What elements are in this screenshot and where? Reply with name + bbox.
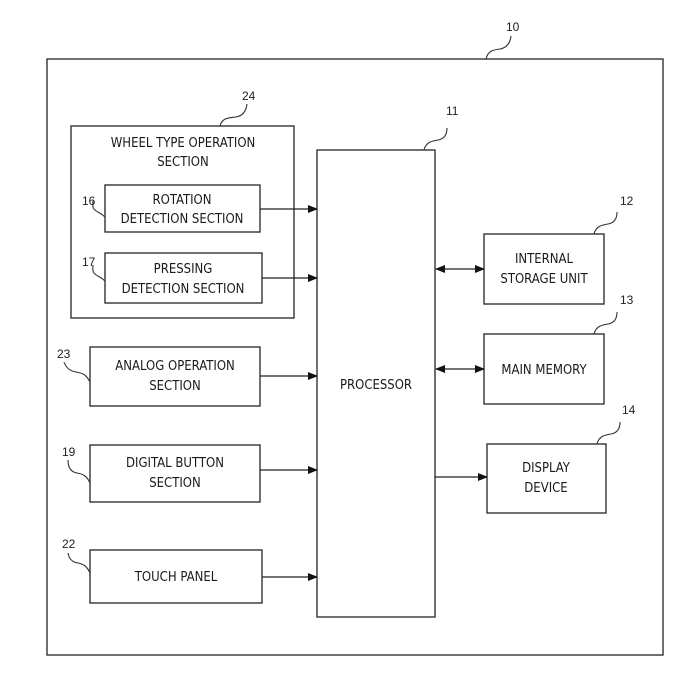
digital-label-line2: SECTION — [149, 476, 201, 491]
processor-label: PROCESSOR — [340, 378, 412, 393]
processor-block: PROCESSOR 11 — [316, 104, 459, 618]
ref-number-13: 13 — [620, 293, 634, 307]
display-label-line2: DEVICE — [524, 481, 567, 496]
ref-number-14: 14 — [622, 403, 636, 417]
analog-operation-section: ANALOG OPERATION SECTION 23 — [57, 346, 261, 407]
ref-number-16: 16 — [82, 194, 96, 208]
digital-button-section: DIGITAL BUTTON SECTION 19 — [62, 444, 261, 503]
storage-label-line1: INTERNAL — [515, 252, 574, 267]
pressing-label-line1: PRESSING — [154, 262, 213, 277]
ref-number-12: 12 — [620, 194, 634, 208]
wheel-label-line1: WHEEL TYPE OPERATION — [111, 136, 256, 151]
memory-label: MAIN MEMORY — [501, 363, 587, 378]
ref-leader-19 — [67, 459, 91, 484]
display-label-line1: DISPLAY — [522, 461, 571, 476]
rotation-label-line1: ROTATION — [153, 193, 212, 208]
rotation-detection-section: ROTATION DETECTION SECTION 16 — [82, 184, 261, 233]
pressing-detection-section: PRESSING DETECTION SECTION 17 — [82, 252, 263, 304]
ref-leader-14 — [596, 421, 621, 445]
analog-label-line1: ANALOG OPERATION — [115, 359, 235, 374]
ref-number-24: 24 — [242, 89, 256, 103]
ref-leader-22 — [67, 552, 91, 574]
touch-label: TOUCH PANEL — [134, 570, 218, 585]
ref-leader-24 — [219, 103, 248, 127]
ref-number-17: 17 — [82, 255, 96, 269]
ref-leader-23 — [63, 361, 91, 383]
wheel-label-line2: SECTION — [157, 155, 209, 170]
pressing-label-line2: DETECTION SECTION — [122, 282, 245, 297]
digital-label-line1: DIGITAL BUTTON — [126, 456, 224, 471]
ref-leader-11 — [423, 127, 448, 151]
ref-leader-13 — [593, 311, 618, 335]
ref-leader-10 — [485, 35, 512, 60]
ref-leader-17 — [92, 264, 106, 282]
internal-storage-unit: INTERNAL STORAGE UNIT 12 — [483, 194, 634, 305]
ref-number-10: 10 — [506, 20, 520, 34]
analog-label-line2: SECTION — [149, 379, 201, 394]
ref-number-19: 19 — [62, 445, 76, 459]
rotation-label-line2: DETECTION SECTION — [121, 212, 244, 227]
ref-number-11: 11 — [446, 104, 459, 118]
ref-leader-12 — [593, 211, 618, 235]
display-device: DISPLAY DEVICE 14 — [486, 403, 636, 514]
touch-panel-section: TOUCH PANEL 22 — [62, 537, 263, 604]
ref-number-23: 23 — [57, 347, 71, 361]
storage-label-line2: STORAGE UNIT — [500, 272, 588, 287]
ref-number-22: 22 — [62, 537, 76, 551]
ref-leader-16 — [92, 200, 106, 218]
